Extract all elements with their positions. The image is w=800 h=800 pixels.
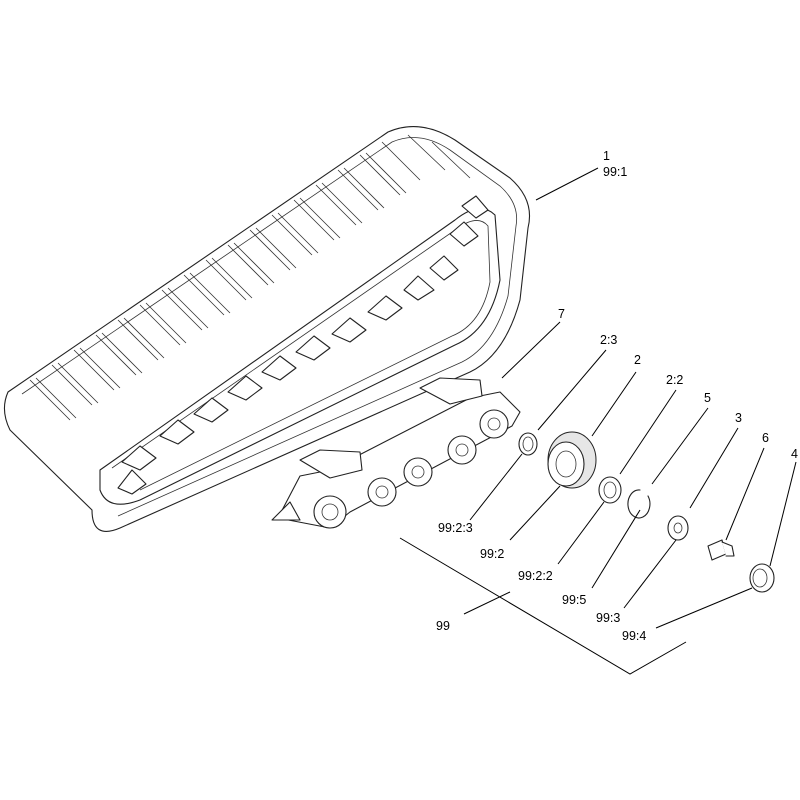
leader-lines [399,167,797,675]
callout-99-5: 99:5 [562,593,586,607]
callout-2-2: 2:2 [666,373,683,387]
callout-99-2: 99:2 [480,547,504,561]
part-washer-3 [667,515,689,541]
part-snap-ring-5 [627,489,651,519]
track-tread-bars [29,134,471,421]
part-roller-2 [547,431,597,489]
callout-5: 5 [704,391,711,405]
callout-2: 2 [634,353,641,367]
callout-1: 1 [603,149,610,163]
callout-99-2-2: 99:2:2 [518,569,553,583]
callout-labels: 1 99:1 7 2:3 2 2:2 5 3 6 4 99:2:3 99:2 9… [436,149,798,643]
rubber-track [3,126,531,532]
callout-2-3: 2:3 [600,333,617,347]
roller-frame-assembly [271,377,521,529]
callout-99-3: 99:3 [596,611,620,625]
callout-3: 3 [735,411,742,425]
callout-99-2-3: 99:2:3 [438,521,473,535]
part-cap-4 [749,563,775,593]
part-seal-2-3 [518,432,538,456]
part-bolt-6 [707,539,735,561]
callout-6: 6 [762,431,769,445]
part-bearing-2-2 [598,476,622,504]
callout-4: 4 [791,447,798,461]
callout-99-4: 99:4 [622,629,646,643]
callout-7: 7 [558,307,565,321]
callout-99-1: 99:1 [603,165,627,179]
track-guide-lugs [117,195,489,495]
callout-99: 99 [436,619,450,633]
